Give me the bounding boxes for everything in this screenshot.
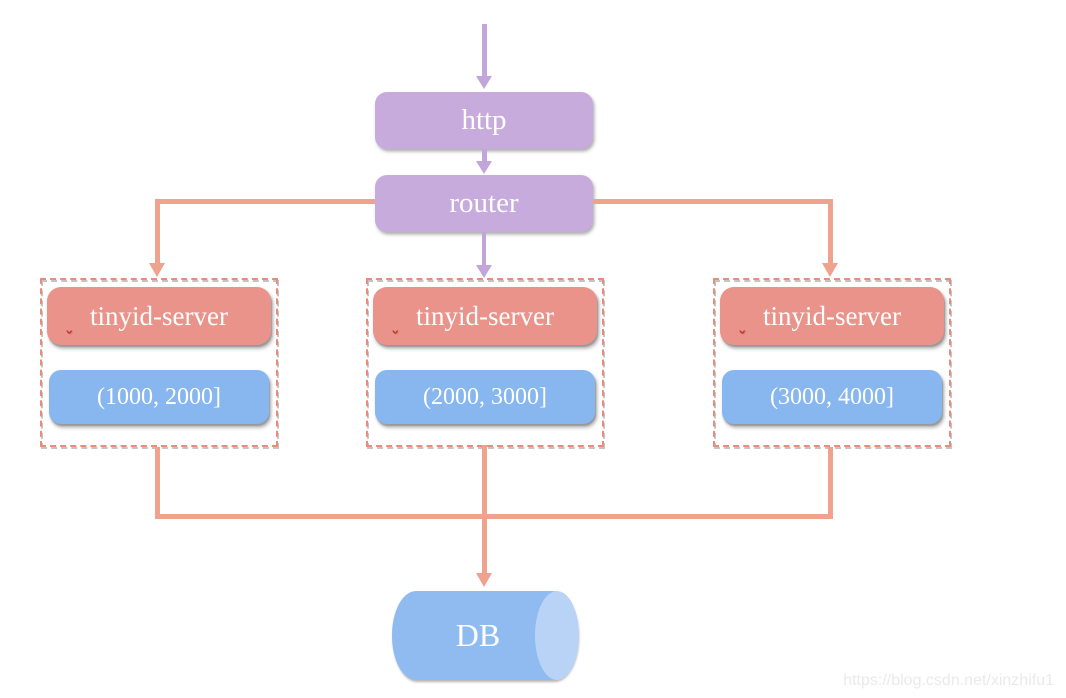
router-right-hline [593, 199, 833, 204]
db-cylinder: DB [392, 591, 579, 680]
tinyid-server-node-2: ˇ tinyid-server [373, 287, 597, 349]
db-label: DB [455, 617, 501, 653]
tinyid-server-node-3: ˇ tinyid-server [720, 287, 944, 349]
router-to-middle-line [482, 232, 486, 266]
entry-arrowhead-icon [476, 76, 492, 89]
spellcheck-mark-icon: ˇ [391, 329, 400, 349]
http-node-label: http [461, 104, 507, 136]
server-group-1: ˇ tinyid-server (1000, 2000] [40, 278, 278, 447]
server2-to-db-line [482, 445, 487, 573]
server-group-2: ˇ tinyid-server (2000, 3000] [366, 278, 604, 447]
spellcheck-mark-icon: ˇ [65, 329, 74, 349]
http-to-router-arrowhead-icon [476, 161, 492, 174]
tinyid-server-label-1: tinyid-server [90, 300, 228, 331]
router-node: router [375, 175, 593, 232]
id-range-node-2: (2000, 3000] [375, 370, 595, 424]
watermark-text: https://blog.csdn.net/xinzhifu1 [843, 672, 1054, 689]
router-node-label: router [449, 187, 519, 219]
spellcheck-mark-icon: ˇ [738, 329, 747, 349]
server1-down-line [155, 447, 160, 519]
http-node: http [375, 92, 593, 149]
entry-arrow-line [482, 24, 487, 76]
server3-down-line [828, 447, 833, 519]
router-left-vline [155, 199, 160, 264]
merge-bus-line [155, 514, 833, 519]
tinyid-server-node-1: ˇ tinyid-server [47, 287, 271, 349]
tinyid-server-label-3: tinyid-server [763, 300, 901, 331]
tinyid-server-label-2: tinyid-server [416, 300, 554, 331]
id-range-node-1: (1000, 2000] [49, 370, 269, 424]
router-left-hline [157, 199, 375, 204]
db-cylinder-cap [535, 591, 579, 680]
id-range-label-2: (2000, 3000] [423, 383, 547, 410]
router-right-vline [828, 199, 833, 264]
server-group-3: ˇ tinyid-server (3000, 4000] [713, 278, 951, 447]
router-to-middle-arrowhead-icon [476, 265, 492, 278]
id-range-label-3: (3000, 4000] [770, 383, 894, 410]
router-left-arrowhead-icon [149, 263, 165, 277]
id-range-label-1: (1000, 2000] [97, 383, 221, 410]
http-to-router-line [482, 149, 487, 162]
db-arrowhead-icon [476, 573, 492, 587]
router-right-arrowhead-icon [822, 263, 838, 277]
id-range-node-3: (3000, 4000] [722, 370, 942, 424]
